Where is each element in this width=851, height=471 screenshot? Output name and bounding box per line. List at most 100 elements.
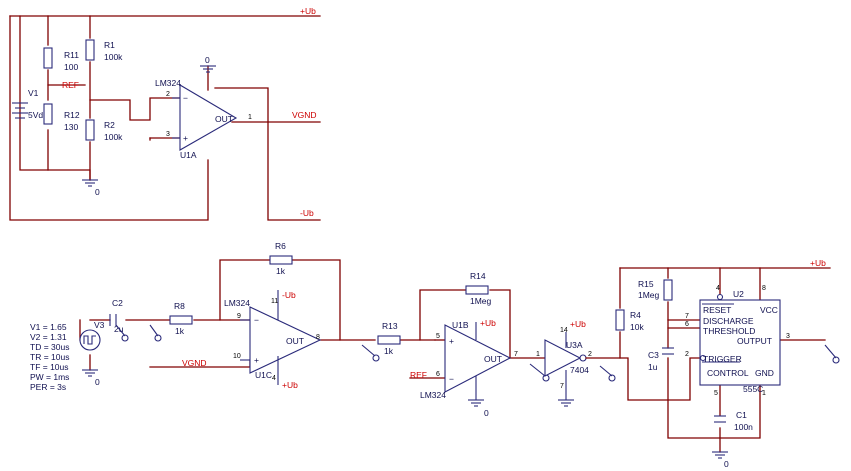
- resistor-r11: R11 100: [43, 47, 79, 72]
- ground-v3: 0: [82, 369, 100, 387]
- svg-text:10: 10: [233, 353, 241, 360]
- u1b-ref: U1B: [452, 320, 469, 330]
- resistor-r1: R1 100k: [85, 39, 123, 62]
- svg-text:3: 3: [166, 131, 170, 138]
- v3-param-6: PER = 3s: [30, 382, 66, 392]
- r1-ref: R1: [104, 40, 115, 50]
- c3-value: 1u: [648, 362, 658, 372]
- svg-text:8: 8: [762, 285, 766, 292]
- gnd-v1-label: 0: [95, 187, 100, 197]
- u2-reset: RESET: [703, 305, 731, 315]
- u2-discharge: DISCHARGE: [703, 316, 754, 326]
- net-vgnd-u1c: VGND: [182, 358, 207, 368]
- capacitor-c2: C2 2u: [109, 298, 124, 334]
- svg-text:7: 7: [560, 383, 564, 390]
- v3-param-1: V2 = 1.31: [30, 332, 67, 342]
- gnd-u1b-label: 0: [484, 408, 489, 418]
- net-ub-right: +Ub: [810, 258, 826, 268]
- u1a-out: OUT: [215, 114, 233, 124]
- svg-text:7: 7: [514, 351, 518, 358]
- svg-text:7: 7: [685, 313, 689, 320]
- pulse-source-v3: V3: [79, 320, 105, 351]
- svg-text:+: +: [449, 336, 454, 346]
- resistor-r8: R8 1k: [169, 301, 193, 336]
- opamp-u1a: − + LM324 OUT U1A 2 3 1: [155, 78, 252, 160]
- r11-value: 100: [64, 62, 78, 72]
- u1b-part: LM324: [420, 390, 446, 400]
- capacitor-c1: C1 100n: [714, 410, 753, 432]
- u2-threshold: THRESHOLD: [703, 326, 755, 336]
- opamp-u1b: + − U1B OUT LM324 5 6 7: [420, 320, 518, 400]
- ground-v1: 0: [82, 179, 100, 197]
- net-ub-u1b: +Ub: [480, 318, 496, 328]
- net-ub-top: +Ub: [300, 6, 316, 16]
- v3-param-0: V1 = 1.65: [30, 322, 67, 332]
- gnd-c1-label: 0: [724, 459, 729, 469]
- net-ub-u3a: +Ub: [570, 319, 586, 329]
- gnd-u1a-label: 0: [205, 55, 210, 65]
- svg-text:6: 6: [436, 371, 440, 378]
- r2-value: 100k: [104, 132, 123, 142]
- u2-output: OUTPUT: [737, 336, 772, 346]
- gnd-v3-label: 0: [95, 377, 100, 387]
- u2-control: CONTROL: [707, 368, 749, 378]
- svg-text:2: 2: [685, 351, 689, 358]
- v3-params: V1 = 1.65 V2 = 1.31 TD = 30us TR = 10us …: [30, 322, 69, 392]
- u3a-part: 7404: [570, 365, 589, 375]
- svg-text:−: −: [449, 374, 454, 384]
- svg-text:4: 4: [272, 375, 276, 382]
- c1-value: 100n: [734, 422, 753, 432]
- u1c-part: LM324: [224, 298, 250, 308]
- v3-param-4: TF = 10us: [30, 362, 69, 372]
- v1-ref: V1: [28, 88, 39, 98]
- resistor-r13: R13 1k: [377, 321, 401, 356]
- net-mub-u1c: -Ub: [282, 290, 296, 300]
- svg-text:1: 1: [248, 114, 252, 121]
- svg-text:1: 1: [762, 390, 766, 397]
- u2-part: 555C: [743, 384, 763, 394]
- svg-text:5: 5: [714, 390, 718, 397]
- r12-ref: R12: [64, 110, 80, 120]
- svg-text:4: 4: [716, 285, 720, 292]
- v3-param-5: PW = 1ms: [30, 372, 69, 382]
- r4-value: 10k: [630, 322, 644, 332]
- svg-text:2: 2: [588, 351, 592, 358]
- r6-value: 1k: [276, 266, 286, 276]
- r14-ref: R14: [470, 271, 486, 281]
- v1-value: 5Vdc: [28, 110, 48, 120]
- u1a-part: LM324: [155, 78, 181, 88]
- r11-ref: R11: [64, 50, 79, 60]
- r8-value: 1k: [175, 326, 185, 336]
- r13-value: 1k: [384, 346, 394, 356]
- top-circuit-wires: [9, 15, 321, 221]
- ground-u3a: [558, 399, 574, 407]
- svg-text:14: 14: [560, 327, 568, 334]
- capacitor-c3: C3 1u: [648, 347, 674, 372]
- r15-ref: R15: [638, 279, 654, 289]
- svg-text:8: 8: [316, 334, 320, 341]
- svg-text:−: −: [254, 315, 259, 325]
- svg-text:5: 5: [436, 333, 440, 340]
- resistor-r14: R14 1Meg: [465, 271, 492, 306]
- u2-trigger: TRIGGER: [703, 354, 742, 364]
- r12-value: 130: [64, 122, 78, 132]
- opamp-u1c: − + LM324 OUT U1C 9 10 8 11 4: [224, 290, 322, 385]
- u2-stage-wires: [585, 267, 831, 453]
- v3-param-2: TD = 30us: [30, 342, 69, 352]
- v3-param-3: TR = 10us: [30, 352, 69, 362]
- u1c-out: OUT: [286, 336, 304, 346]
- r6-ref: R6: [275, 241, 286, 251]
- ground-c1: 0: [712, 451, 729, 469]
- u1b-out: OUT: [484, 354, 502, 364]
- net-mub-bottom: -Ub: [300, 208, 314, 218]
- c1-ref: C1: [736, 410, 747, 420]
- r14-value: 1Meg: [470, 296, 492, 306]
- net-ref-u1b: REF: [410, 370, 427, 380]
- r1-value: 100k: [104, 52, 123, 62]
- net-vgnd-out: VGND: [292, 110, 317, 120]
- svg-text:11: 11: [271, 298, 278, 305]
- svg-text:6: 6: [685, 321, 689, 328]
- resistor-r15: R15 1Meg: [638, 279, 673, 301]
- opamp-u1b-wires: [409, 339, 546, 379]
- svg-text:3: 3: [786, 333, 790, 340]
